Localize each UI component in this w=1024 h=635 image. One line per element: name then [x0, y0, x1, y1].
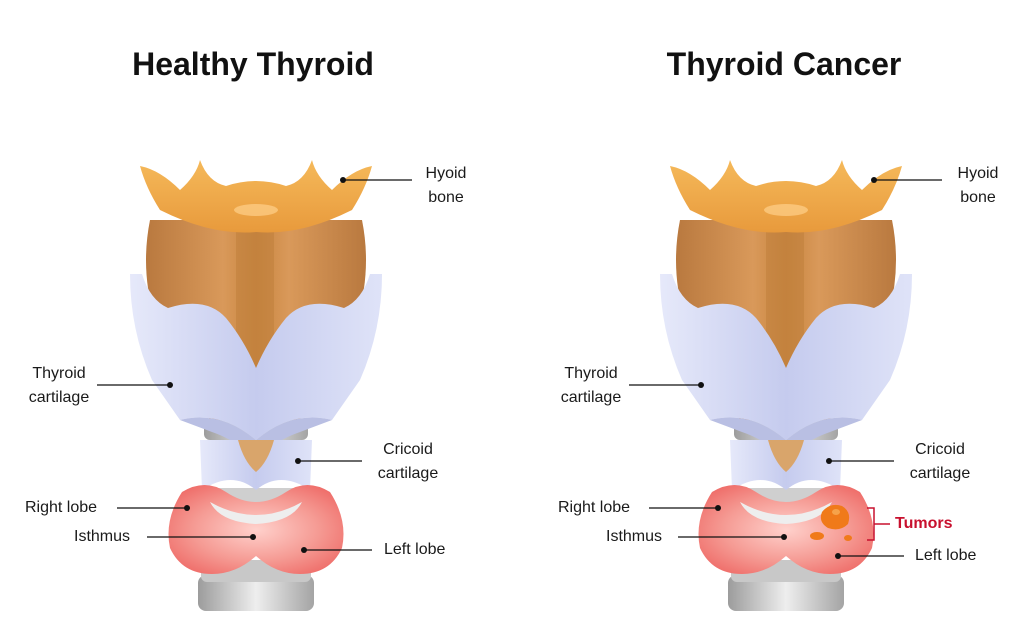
label-isthmus: Isthmus [74, 528, 131, 545]
label-left-lobe: Left lobe [915, 547, 977, 564]
label-isthmus: Isthmus [606, 528, 663, 545]
cancer-thyroid-illustration [629, 160, 942, 611]
tumor-bracket [867, 507, 890, 541]
tumor-marks [810, 504, 852, 541]
panel-title: Thyroid Cancer [666, 46, 902, 82]
label-right-lobe: Right lobe [25, 499, 98, 516]
panel-title: Healthy Thyroid [132, 46, 374, 82]
label-tumors: Tumors [895, 515, 953, 532]
healthy-thyroid-illustration [97, 160, 412, 611]
label-right-lobe: Right lobe [558, 499, 631, 516]
leader-lines [97, 179, 412, 551]
label-left-lobe: Left lobe [384, 541, 446, 558]
panel-cancer: Thyroid Cancer [512, 0, 1024, 635]
